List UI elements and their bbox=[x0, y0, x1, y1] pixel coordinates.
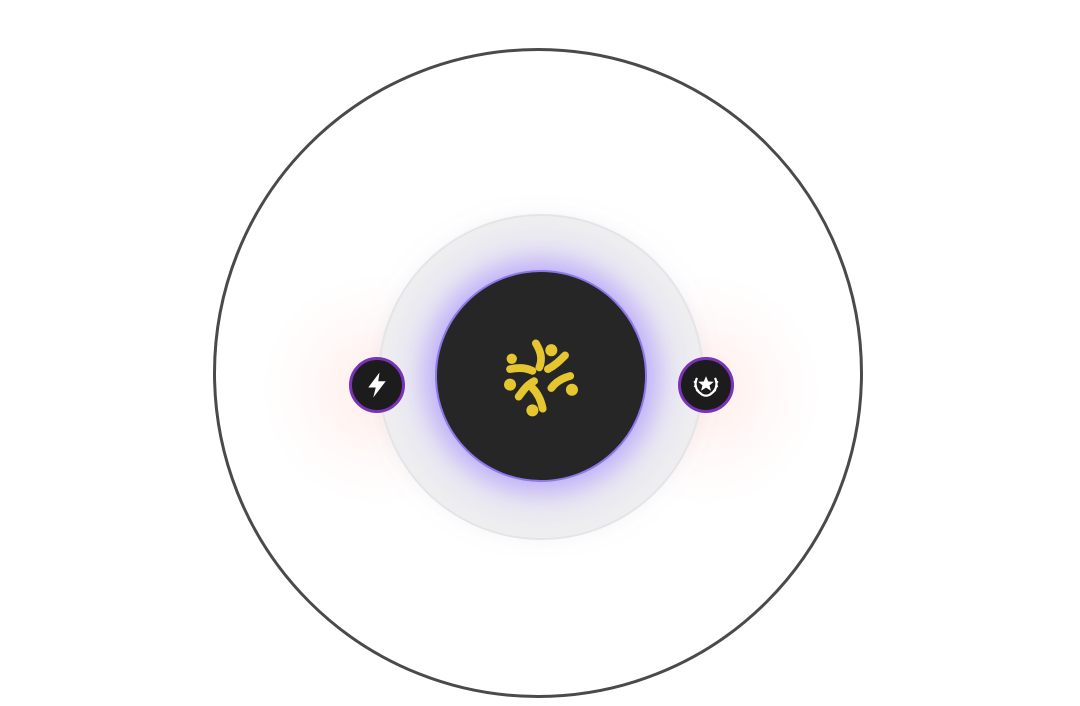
award-node[interactable] bbox=[678, 357, 734, 413]
lightning-node[interactable] bbox=[349, 357, 405, 413]
center-hub[interactable] bbox=[435, 270, 647, 482]
outer-orbit-ring bbox=[213, 48, 863, 698]
community-icon bbox=[504, 339, 578, 417]
laurel-star-award-icon bbox=[693, 376, 719, 397]
lightning-bolt-icon bbox=[368, 372, 386, 398]
